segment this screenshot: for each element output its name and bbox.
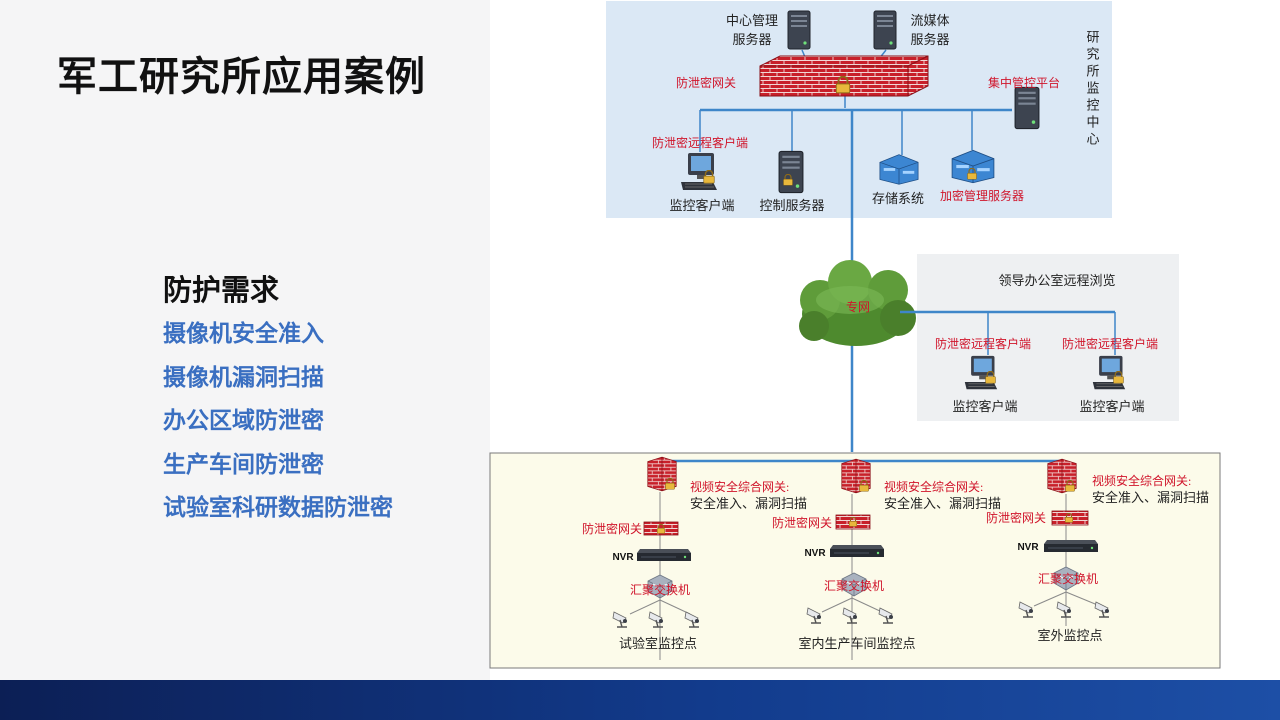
site-2-nvr-icon bbox=[829, 544, 885, 558]
site-3-name: 室外监控点 bbox=[1037, 628, 1102, 643]
slide-title: 军工研究所应用案例 bbox=[57, 54, 426, 100]
center-gateway-firewall-icon bbox=[759, 55, 929, 97]
site-2-video-gateway-label: 视频安全综合网关: bbox=[884, 479, 983, 494]
requirement-item: 摄像机安全准入 bbox=[163, 321, 324, 347]
site-3-leak-gateway-label: 防泄密网关 bbox=[986, 510, 1046, 525]
left-panel bbox=[0, 0, 490, 680]
network-diagram: 研究所监控中心 中心管理 服务器 流媒体 服务器 防泄密网关 集中管控平台 防泄… bbox=[489, 1, 1221, 669]
site-1-nvr-icon bbox=[636, 548, 692, 562]
site-2-switch-label: 汇聚交换机 bbox=[824, 578, 884, 593]
center-gateway-label: 防泄密网关 bbox=[676, 75, 736, 90]
site-1-video-gateway-desc: 安全准入、漏洞扫描 bbox=[690, 496, 807, 511]
requirement-item: 生产车间防泄密 bbox=[163, 451, 324, 478]
encrypt-server-label: 加密管理服务器 bbox=[940, 188, 1024, 203]
site-3-nvr-icon bbox=[1043, 539, 1099, 553]
mgmt-server-label-2: 服务器 bbox=[732, 32, 771, 47]
site-3-switch-label: 汇聚交换机 bbox=[1038, 571, 1098, 586]
office-panel bbox=[917, 254, 1179, 421]
site-1-nvr-label: NVR bbox=[612, 552, 634, 563]
monitor-center-label: 研究所监控中心 bbox=[1085, 30, 1100, 149]
site-1-video-gateway-label: 视频安全综合网关: bbox=[690, 479, 789, 494]
control-server-icon bbox=[778, 150, 804, 194]
site-workshop: 视频安全综合网关: 安全准入、漏洞扫描 防泄密网关 NVR 汇聚交换机 室内生产… bbox=[772, 458, 1001, 660]
office-client-2-label: 监控客户端 bbox=[1079, 399, 1144, 414]
media-server-label-1: 流媒体 bbox=[910, 13, 949, 28]
site-2-video-gateway-desc: 安全准入、漏洞扫描 bbox=[884, 496, 1001, 511]
storage-label: 存储系统 bbox=[872, 191, 924, 206]
requirement-item: 摄像机漏洞扫描 bbox=[163, 364, 324, 391]
mgmt-server-icon bbox=[787, 10, 811, 50]
site-2-name: 室内生产车间监控点 bbox=[798, 636, 915, 651]
media-server-label-2: 服务器 bbox=[910, 32, 949, 47]
requirements-heading: 防护需求 bbox=[163, 273, 280, 307]
footer-bar bbox=[0, 680, 1280, 720]
central-platform-label: 集中管控平台 bbox=[988, 75, 1060, 90]
requirement-item: 试验室科研数据防泄密 bbox=[163, 495, 393, 521]
site-1-leak-gateway-label: 防泄密网关 bbox=[582, 521, 642, 536]
control-server-label: 控制服务器 bbox=[759, 198, 824, 213]
site-3-video-gateway-label: 视频安全综合网关: bbox=[1092, 473, 1191, 488]
network-cloud-icon bbox=[799, 260, 916, 346]
site-lab: 视频安全综合网关: 安全准入、漏洞扫描 防泄密网关 NVR 汇聚交换机 试验室监… bbox=[582, 456, 807, 660]
site-1-switch-label: 汇聚交换机 bbox=[630, 582, 690, 597]
network-label: 专网 bbox=[846, 299, 870, 314]
site-1-name: 试验室监控点 bbox=[619, 636, 697, 651]
requirement-item: 办公区域防泄密 bbox=[163, 408, 324, 434]
office-client-1-remote-label: 防泄密远程客户端 bbox=[935, 336, 1031, 351]
site-2-nvr-label: NVR bbox=[804, 548, 826, 559]
office-client-2-remote-label: 防泄密远程客户端 bbox=[1062, 336, 1158, 351]
center-monitor-client-label: 监控客户端 bbox=[669, 198, 734, 213]
office-title: 领导办公室远程浏览 bbox=[998, 273, 1115, 288]
site-3-video-gateway-desc: 安全准入、漏洞扫描 bbox=[1092, 490, 1209, 505]
requirements-list: 摄像机安全准入 摄像机漏洞扫描 办公区域防泄密 生产车间防泄密 试验室科研数据防… bbox=[163, 314, 393, 532]
center-remote-client-label: 防泄密远程客户端 bbox=[652, 135, 748, 150]
media-server-icon bbox=[873, 10, 897, 50]
mgmt-server-label-1: 中心管理 bbox=[726, 13, 778, 28]
central-platform-icon bbox=[1014, 86, 1040, 130]
site-outdoor: 视频安全综合网关: 安全准入、漏洞扫描 防泄密网关 NVR 汇聚交换机 室外监控… bbox=[986, 458, 1209, 643]
office-client-1-label: 监控客户端 bbox=[952, 399, 1017, 414]
site-3-nvr-label: NVR bbox=[1017, 542, 1039, 553]
site-2-leak-gateway-label: 防泄密网关 bbox=[772, 515, 832, 530]
